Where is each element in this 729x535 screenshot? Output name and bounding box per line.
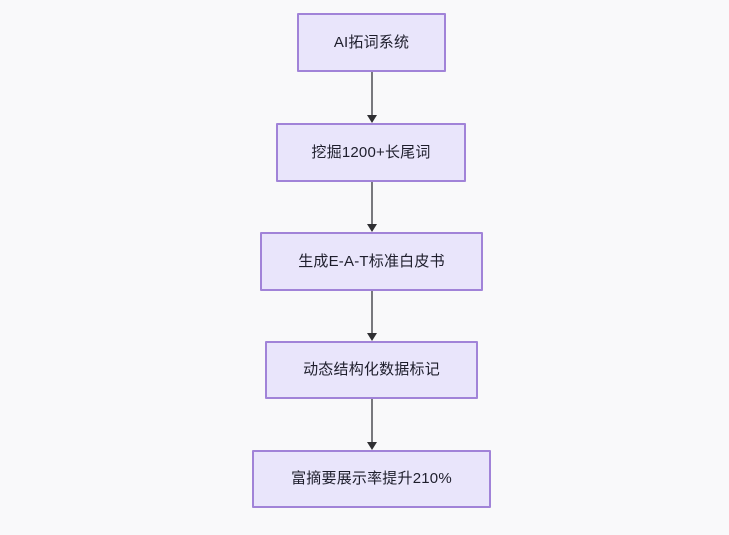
flow-edge-line [371, 182, 373, 225]
flow-edge-line [371, 399, 373, 443]
flow-node-label: 生成E-A-T标准白皮书 [298, 252, 445, 270]
flow-node-label: 挖掘1200+长尾词 [311, 143, 431, 161]
flow-edge-line [371, 291, 373, 334]
flow-node-rich-snippet-impression-uplift[interactable]: 富摘要展示率提升210% [252, 450, 491, 508]
flow-node-label: 动态结构化数据标记 [303, 361, 440, 378]
flow-node-dynamic-structured-data-markup[interactable]: 动态结构化数据标记 [265, 341, 478, 399]
flow-node-generate-eat-whitepaper[interactable]: 生成E-A-T标准白皮书 [260, 232, 483, 291]
arrow-head-icon [367, 442, 377, 450]
flow-node-label: 富摘要展示率提升210% [291, 470, 452, 487]
arrow-head-icon [367, 115, 377, 123]
flow-node-ai-keyword-system[interactable]: AI拓词系统 [297, 13, 446, 72]
flow-node-label: AI拓词系统 [333, 33, 410, 51]
arrow-head-icon [367, 224, 377, 232]
flow-edge-line [371, 72, 373, 116]
arrow-head-icon [367, 333, 377, 341]
flow-node-mine-longtail-keywords[interactable]: 挖掘1200+长尾词 [276, 123, 466, 182]
